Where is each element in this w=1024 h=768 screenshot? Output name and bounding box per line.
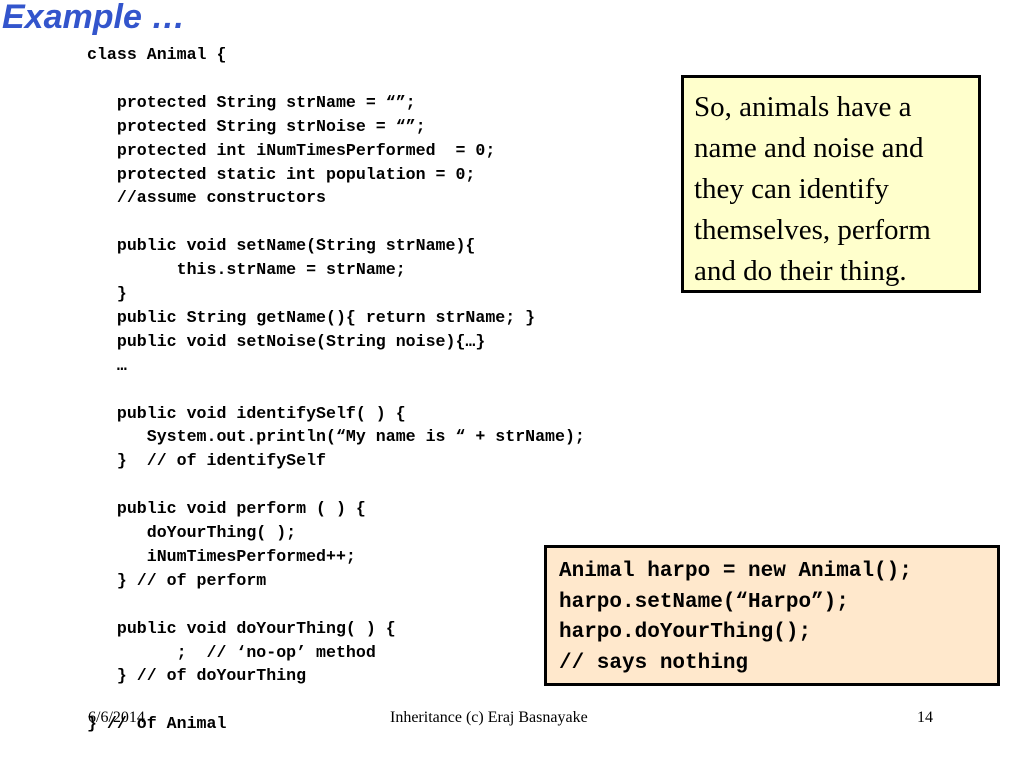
code-line: public void setNoise(String noise){…} bbox=[87, 331, 486, 351]
code-line: class Animal { bbox=[87, 45, 227, 64]
footer-date: 6/6/2014 bbox=[88, 709, 145, 726]
footer-page-number: 14 bbox=[917, 709, 933, 726]
note-line: themselves, perform bbox=[694, 214, 931, 246]
note-box: So, animals have a name and noise and th… bbox=[681, 75, 981, 293]
code-line: public void identifySelf( ) { bbox=[87, 403, 406, 423]
example-code-box: Animal harpo = new Animal(); harpo.setNa… bbox=[544, 545, 1000, 686]
example-code-line: harpo.setName(“Harpo”); bbox=[559, 590, 849, 614]
example-code-line: Animal harpo = new Animal(); bbox=[559, 560, 912, 583]
code-line: protected String strName = “”; bbox=[87, 92, 416, 112]
example-code-line: // says nothing bbox=[559, 651, 749, 675]
note-line: So, animals have a bbox=[694, 91, 912, 123]
code-line: … bbox=[87, 355, 127, 375]
note-line: and do their thing. bbox=[694, 255, 907, 287]
code-line: } // of perform bbox=[87, 570, 267, 590]
code-line: //assume constructors bbox=[87, 188, 326, 208]
code-line: } // of doYourThing bbox=[87, 666, 307, 686]
slide-title: Example … bbox=[2, 0, 186, 36]
code-line: public void doYourThing( ) { bbox=[87, 618, 396, 638]
footer-title: Inheritance (c) Eraj Basnayake bbox=[390, 709, 588, 726]
code-line: ; // ‘no-op’ method bbox=[87, 642, 376, 662]
code-line: protected static int population = 0; bbox=[87, 164, 476, 184]
code-line: } // of identifySelf bbox=[87, 451, 326, 471]
code-line: iNumTimesPerformed++; bbox=[87, 546, 356, 566]
code-line: public void perform ( ) { bbox=[87, 499, 366, 519]
code-line: } bbox=[87, 284, 127, 303]
code-line: protected int iNumTimesPerformed = 0; bbox=[87, 140, 496, 160]
code-line: public void setName(String strName){ bbox=[87, 236, 476, 256]
code-line: System.out.println(“My name is “ + strNa… bbox=[87, 427, 585, 447]
code-line: public String getName(){ return strName;… bbox=[87, 307, 536, 327]
code-line: } // of Animal bbox=[87, 714, 227, 734]
code-line: doYourThing( ); bbox=[87, 523, 297, 542]
note-line: name and noise and bbox=[694, 132, 924, 164]
code-line: protected String strNoise = “”; bbox=[87, 116, 426, 136]
code-line: this.strName = strName; bbox=[87, 260, 406, 280]
example-code-line: harpo.doYourThing(); bbox=[559, 621, 812, 644]
note-line: they can identify bbox=[694, 173, 889, 205]
